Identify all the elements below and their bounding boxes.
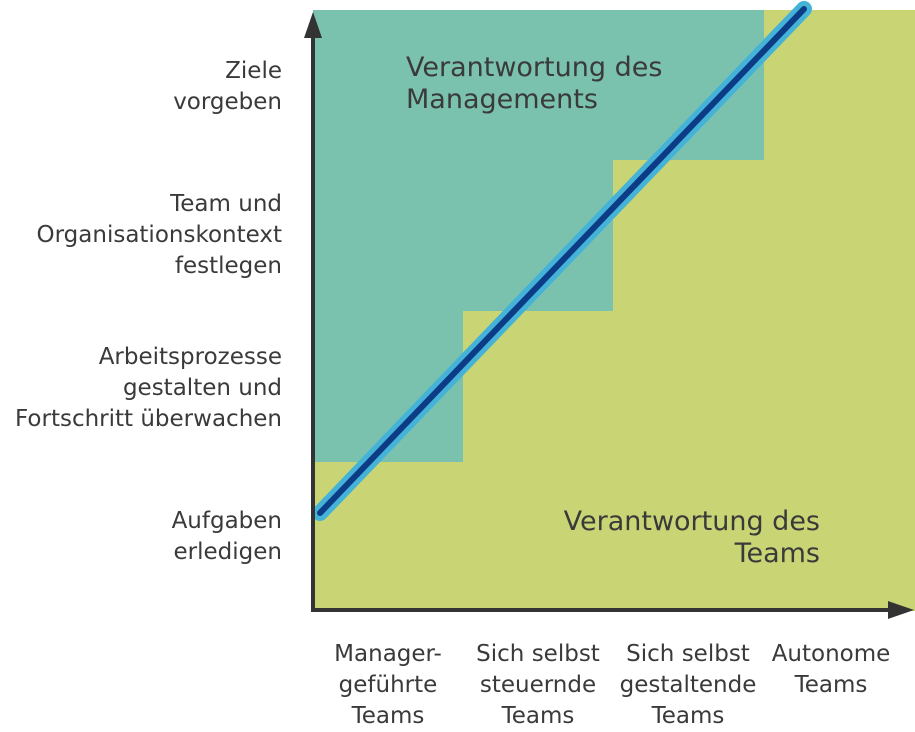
team-label-line: Teams xyxy=(734,538,820,569)
y-level-line: Team und xyxy=(170,191,282,217)
y-axis-arrow xyxy=(304,12,322,38)
y-level-line: Fortschritt überwachen xyxy=(15,406,282,432)
x-category-label: Sich selbst steuernde Teams xyxy=(463,639,613,732)
x-category-label: Autonome Teams xyxy=(756,639,906,701)
y-level-line: Aufgaben xyxy=(171,508,282,534)
x-category-line: Teams xyxy=(794,672,868,698)
team-region-label: Verantwortung des Teams xyxy=(564,506,820,570)
x-category-line: gestaltende xyxy=(619,672,757,698)
x-axis-arrow xyxy=(888,601,914,619)
y-level-label: Arbeitsprozesse gestalten und Fortschrit… xyxy=(15,342,282,435)
y-level-line: Organisationskontext xyxy=(36,222,282,248)
y-level-line: erledigen xyxy=(173,539,282,565)
y-level-line: gestalten und xyxy=(122,375,282,401)
management-region xyxy=(313,10,764,462)
y-level-label: Aufgaben erledigen xyxy=(172,506,282,568)
management-label-line: Verantwortung des xyxy=(406,52,663,83)
y-level-line: Arbeitsprozesse xyxy=(98,344,282,370)
x-category-label: Sich selbst gestaltende Teams xyxy=(613,639,763,732)
management-region-label: Verantwortung des Managements xyxy=(406,52,662,116)
diagonal-line xyxy=(317,6,807,516)
y-level-label: Ziele vorgeben xyxy=(173,56,282,118)
x-category-line: Sich selbst xyxy=(476,641,600,667)
x-category-line: geführte xyxy=(338,672,438,698)
y-level-label: Team und Organisationskontext festlegen xyxy=(37,189,282,282)
y-level-line: Ziele xyxy=(225,58,282,84)
y-level-line: vorgeben xyxy=(173,89,282,115)
x-category-line: Manager- xyxy=(334,641,442,667)
x-category-label: Manager- geführte Teams xyxy=(313,639,463,732)
management-label-line: Managements xyxy=(406,84,598,115)
x-category-line: Teams xyxy=(651,703,725,729)
team-label-line: Verantwortung des xyxy=(563,506,820,537)
x-category-line: Autonome xyxy=(771,641,891,667)
x-category-line: Teams xyxy=(501,703,575,729)
y-level-line: festlegen xyxy=(174,253,282,279)
x-category-line: Teams xyxy=(351,703,425,729)
x-category-line: Sich selbst xyxy=(626,641,750,667)
x-category-line: steuernde xyxy=(479,672,597,698)
